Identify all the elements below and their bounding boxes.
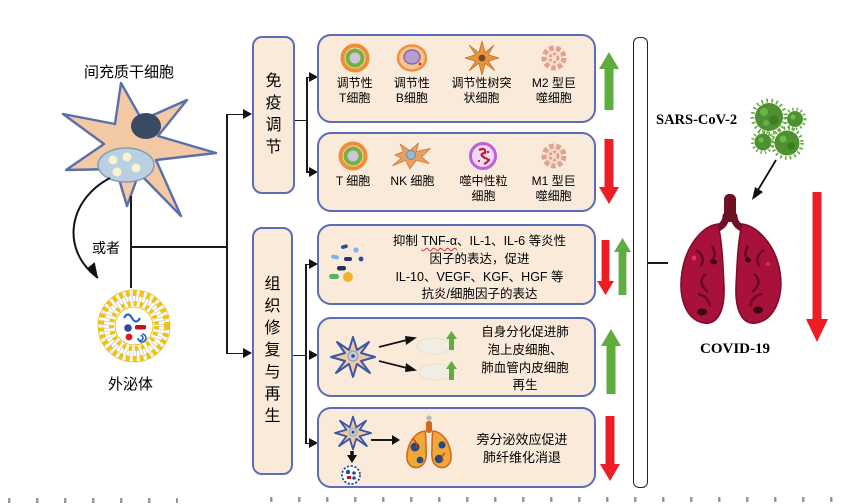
connector-line <box>226 352 244 355</box>
secretion-arrow-icon <box>72 177 111 279</box>
overall-decrease-arrow-icon <box>806 192 828 342</box>
arrowhead-icon <box>309 438 318 448</box>
mini-exosome-icon <box>341 465 361 485</box>
effect-box-paracrine: 旁分泌效应促进 肺纤维化消退 <box>317 407 596 488</box>
arrowhead-icon <box>243 109 252 119</box>
stem-cell-label: 间充质干细胞 <box>84 64 175 81</box>
arrowhead-icon <box>392 434 400 445</box>
connector-line <box>306 77 308 172</box>
msc-mini-cell-icon <box>334 415 372 451</box>
cell-label: M2 型巨 噬细胞 <box>531 76 576 106</box>
m1-macrophage-icon <box>539 138 569 174</box>
cell-label: 调节性 T细胞 <box>336 76 373 106</box>
arrowhead-icon <box>243 348 252 358</box>
t-cell-icon <box>338 138 368 174</box>
cropped-caption-fragment <box>8 498 178 503</box>
increase-arrow-icon <box>614 238 631 295</box>
exosome-icon <box>97 289 171 363</box>
nucleus-icon <box>131 113 161 139</box>
connector-line <box>130 196 132 288</box>
new-cells-faint-icon <box>416 337 454 381</box>
category-tissue-repair: 组织修复与再生 <box>252 227 293 475</box>
text-segment: 抑制 <box>392 234 422 248</box>
cell-label: T 细胞 <box>335 174 371 188</box>
nk-cell-icon <box>391 138 433 174</box>
regulatory-dendritic-cell-icon <box>464 40 500 76</box>
virus-icon <box>750 98 788 136</box>
virus-icon <box>751 130 775 154</box>
cell-label: 调节性 B细胞 <box>393 76 430 106</box>
decrease-arrow-icon <box>600 416 620 481</box>
connector-line <box>305 263 311 266</box>
decrease-arrow-icon <box>597 240 614 295</box>
fibrotic-lungs-icon <box>406 415 452 469</box>
mirna-icon <box>123 313 141 323</box>
infection-arrow-icon <box>752 159 777 200</box>
connector-line <box>226 113 244 116</box>
increase-mini-arrow-icon <box>446 361 457 380</box>
increase-arrow-icon <box>601 329 621 394</box>
cell-label: M1 型巨 噬细胞 <box>531 174 576 204</box>
cytokine-text: 抑制 TNF-α、IL-1、IL-6 等炎性 因子的表达，促进 IL-10、VE… <box>371 229 588 302</box>
arrowhead-icon <box>309 259 318 269</box>
cytokine-dots-icon <box>325 229 371 300</box>
differentiation-arrows-icon <box>378 336 417 372</box>
category-immune-regulation: 免疫调节 <box>252 36 295 194</box>
connector-line <box>305 264 307 443</box>
connector-line <box>305 442 311 445</box>
effect-box-differentiation: 自身分化促进肺 泡上皮细胞、 肺血管内皮细胞 再生 <box>317 317 596 397</box>
coronavirus-cluster-icon <box>750 98 807 160</box>
sars-cov-2-label: SARS-CoV-2 <box>656 112 738 128</box>
category-label: 免疫调节 <box>265 72 282 157</box>
effect-box-cytokines: 抑制 TNF-α、IL-1、IL-6 等炎性 因子的表达，促进 IL-10、VE… <box>317 224 596 305</box>
regulatory-t-cell-icon <box>340 40 370 76</box>
summary-bracket <box>633 37 648 488</box>
increase-arrow-icon <box>599 52 619 110</box>
arrowhead-icon <box>309 166 318 177</box>
mesenchymal-stem-cell-icon <box>61 81 218 218</box>
cropped-caption-fragment <box>270 497 856 502</box>
connector-line <box>131 246 227 248</box>
arrowhead-icon <box>309 350 318 360</box>
category-label: 组织修复与再生 <box>264 275 281 426</box>
connector-line <box>295 119 307 122</box>
paracrine-text: 旁分泌效应促进 肺纤维化消退 <box>476 432 568 466</box>
connector-line <box>226 114 228 354</box>
down-arrow-small-icon <box>347 451 357 463</box>
decrease-arrow-icon <box>599 139 619 204</box>
cell-label: 噬中性粒 细胞 <box>459 174 508 204</box>
differentiation-text: 自身分化促进肺 泡上皮细胞、 肺血管内皮细胞 再生 <box>481 325 569 393</box>
virus-icon <box>770 126 804 160</box>
cell-label: NK 细胞 <box>390 174 435 188</box>
connector-line <box>371 439 393 441</box>
msc-mini-cell-icon <box>330 336 376 378</box>
bracket-tick-line <box>648 262 668 264</box>
connector-line <box>306 171 311 173</box>
virus-icon <box>783 107 807 131</box>
connector-line <box>293 354 306 357</box>
arrowhead-icon <box>309 72 318 82</box>
neutrophil-icon <box>467 138 499 174</box>
lungs-icon <box>680 194 782 324</box>
cell-label: 调节性树突 状细胞 <box>451 76 512 106</box>
or-label: 或者 <box>92 240 120 256</box>
regulatory-b-cell-icon <box>396 40 428 76</box>
m2-macrophage-icon <box>539 40 569 76</box>
covid-19-label: COVID-19 <box>700 341 770 357</box>
increase-mini-arrow-icon <box>446 331 457 350</box>
exosome-label: 外泌体 <box>108 376 154 393</box>
effect-box-regulatory-cells: 调节性 T细胞 调节性 B细胞 调节性树突 状细胞 M2 型巨 噬细胞 <box>317 34 596 123</box>
connector-line <box>306 76 311 79</box>
text-segment: 、IL-1、IL-6 等炎性 因子的表达，促进 IL-10、VEGF、KGF、H… <box>395 234 567 302</box>
effect-box-suppressed-cells: T 细胞 NK 细胞 噬中性粒 细胞 M1 型巨 噬细胞 <box>317 132 596 212</box>
tnf-alpha-underlined: TNF-α <box>421 234 458 248</box>
